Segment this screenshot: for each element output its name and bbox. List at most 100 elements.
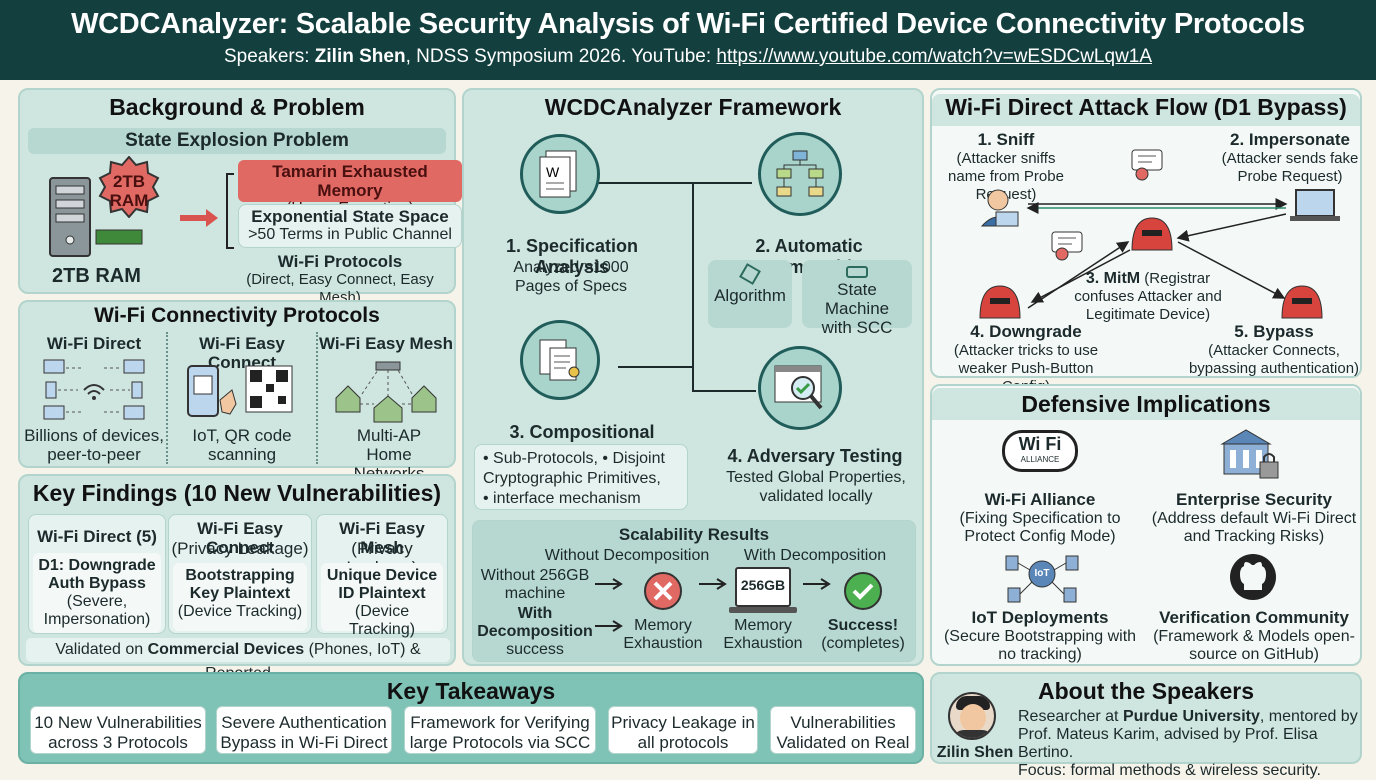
s3-sub: (Registrar confuses Attacker and Legitim… [1074,270,1222,323]
arrow-icon [595,578,623,590]
finding-card-easyconnect: Wi-Fi Easy Connect (Privacy Leakage) Boo… [168,514,312,634]
success-check-icon [844,572,882,610]
row2-bold: With Decomposition [477,605,593,640]
finding-head: Wi-Fi Direct (5) [37,527,157,546]
arrow-icon [595,620,623,632]
spec-analysis-icon: W [520,134,600,214]
page-header: WCDCAnalyzer: Scalable Security Analysis… [0,0,1376,80]
s2-sub: (Attacker sends fake Probe Request) [1221,150,1359,185]
arrow-icon [803,578,831,590]
connectivity-title: Wi-Fi Connectivity Protocols [94,304,380,327]
qr-scan-icon [187,365,293,417]
bio-bold: Purdue University [1122,708,1260,725]
finding-body-title: Unique Device ID Plaintext [326,567,438,602]
takeaways-panel: Key Takeaways 10 New Vulnerabilities acr… [18,672,924,764]
row1-label: Without 256GB machine [480,567,590,602]
step4-title: 4. Adversary Testing [727,446,903,466]
avatar-face [960,704,986,732]
footer-pre: Validated on [55,641,148,658]
tamarin-box: Tamarin Exhausted Memory (Hours Executin… [238,160,462,217]
defense-item-enterprise: Enterprise Security (Address default Wi-… [1148,490,1360,546]
connector-line [692,390,756,392]
ram-badge-text: 2TB RAM [109,172,149,210]
takeaway-3: Framework for Verifying large Protocols … [404,706,596,754]
bio-line2: Prof. Mateus Karim, advised by Prof. Eli… [1018,726,1318,761]
wifi-direct-desc: Billions of devices, peer-to-peer [24,426,164,464]
attack-title: Wi-Fi Direct Attack Flow (D1 Bypass) [932,94,1360,126]
speaker-line: Speakers: Zilin Shen, NDSS Symposium 202… [0,46,1376,68]
wifi-alliance-logo: Wi Fi ALLIANCE [1002,430,1078,472]
ram-256-label: 256GB [740,577,786,593]
peer-devices-icon [43,359,145,420]
step4-sub: Tested Global Properties, validated loca… [726,469,906,505]
attack-panel: Wi-Fi Direct Attack Flow (D1 Bypass) 1. … [930,88,1362,395]
s1-title: 1. Sniff [977,130,1035,149]
speaker-avatar-name: Zilin Shen [936,744,1014,761]
defense-title-3: IoT Deployments [971,608,1109,627]
speakers-title: About the Speakers [1038,678,1254,704]
finding-body: Unique Device ID Plaintext (Device Track… [321,563,443,638]
with-decomp-label: With Decomposition [743,547,887,564]
defense-item-community: Verification Community (Framework & Mode… [1148,608,1360,664]
algorithm-box: Algorithm [708,260,792,328]
server-icon [49,177,143,257]
iot-icon [1005,555,1079,603]
findings-panel: Key Findings (10 New Vulnerabilities) Wi… [18,474,456,682]
finding-card-direct: Wi-Fi Direct (5) D1: Downgrade Auth Bypa… [28,514,166,634]
step-bypass: 5. Bypass (Attacker Connects, bypassing … [1188,322,1360,378]
algorithm-icon [739,263,761,285]
step1-title: 1. Specification Analysis [505,236,639,277]
svg-text:W: W [546,164,560,180]
finding-body: Bootstrapping Key Plaintext (Device Trac… [173,563,307,631]
framework-panel: WCDCAnalyzer Framework W 1. Specificatio… [462,88,924,666]
connector-line [692,182,694,392]
step-mitm: 3. MitM (Registrar confuses Attacker and… [1068,270,1228,324]
wifi-logo-text: Wi Fi [1018,434,1062,454]
tamarin-title: Tamarin Exhausted Memory [272,162,428,200]
speakers-panel: About the Speakers Zilin Shen Researcher… [930,672,1362,779]
takeaways-title: Key Takeaways [386,678,556,704]
state-machine-box: State Machine with SCC [802,260,912,337]
findings-footer: Validated on Commercial Devices (Phones,… [26,638,450,682]
state-machine-label: State Machine with SCC [821,280,893,337]
s5-sub: (Attacker Connects, bypassing authentica… [1188,342,1360,377]
bio-post: , mentored by [1259,708,1358,725]
finding-body-sub: (Severe, Impersonation) [43,593,151,628]
defense-title-1: Wi-Fi Alliance [984,490,1096,509]
finding-body-title: D1: Downgrade Auth Bypass [38,557,156,592]
iot-badge: IoT [1034,568,1050,579]
bio-pre: Researcher at [1018,708,1123,725]
row2-label: With Decomposition success [475,605,595,659]
bullet-3: • interface mechanism [483,490,641,507]
s4-title: 4. Downgrade [970,322,1082,341]
exp-title: Exponential State Space [251,207,449,226]
exp-state-box: Exponential State Space >50 Terms in Pub… [238,204,462,248]
page-title: WCDCAnalyzer: Scalable Security Analysis… [71,8,1305,40]
wifi-logo-sub: ALLIANCE [1020,455,1060,464]
arrow-icon [699,578,727,590]
wifi-direct-label: Wi-Fi Direct [46,334,142,353]
verification-icon [520,320,600,400]
laptop-icon [735,567,791,607]
bank-lock-icon [1220,429,1279,479]
defense-sub-3: (Secure Bootstrapping with no tracking) [943,628,1137,663]
protocols-title: Wi-Fi Protocols [277,252,403,271]
connectivity-panel: Wi-Fi Connectivity Protocols Wi-Fi Direc… [18,300,456,483]
youtube-link[interactable]: https://www.youtube.com/watch?v=wESDCwLq… [716,46,1153,67]
adversary-testing-icon [758,346,842,430]
avatar [948,692,996,740]
mem1-label: Memory Exhaustion [623,617,703,652]
algorithm-label: Algorithm [714,286,786,305]
takeaway-4: Privacy Leakage in all protocols [608,706,758,754]
attack-flow-graphics [979,149,1340,319]
github-icon [1230,554,1276,600]
error-x-icon [644,572,682,610]
footer-bold: Commercial Devices [147,641,305,658]
bullet-1: • Sub-Protocols, • Disjoint Cryptographi… [483,450,665,487]
state-explosion-bar: State Explosion Problem [28,128,446,154]
takeaway-1: 10 New Vulnerabilities across 3 Protocol… [30,706,206,754]
defense-sub-1: (Fixing Specification to Protect Config … [959,510,1121,545]
bio-line3: Focus: formal methods & wireless securit… [1018,762,1321,779]
defense-sub-2: (Address default Wi-Fi Direct and Tracki… [1151,510,1357,545]
defense-sub-4: (Framework & Models open-source on GitHu… [1153,628,1355,663]
